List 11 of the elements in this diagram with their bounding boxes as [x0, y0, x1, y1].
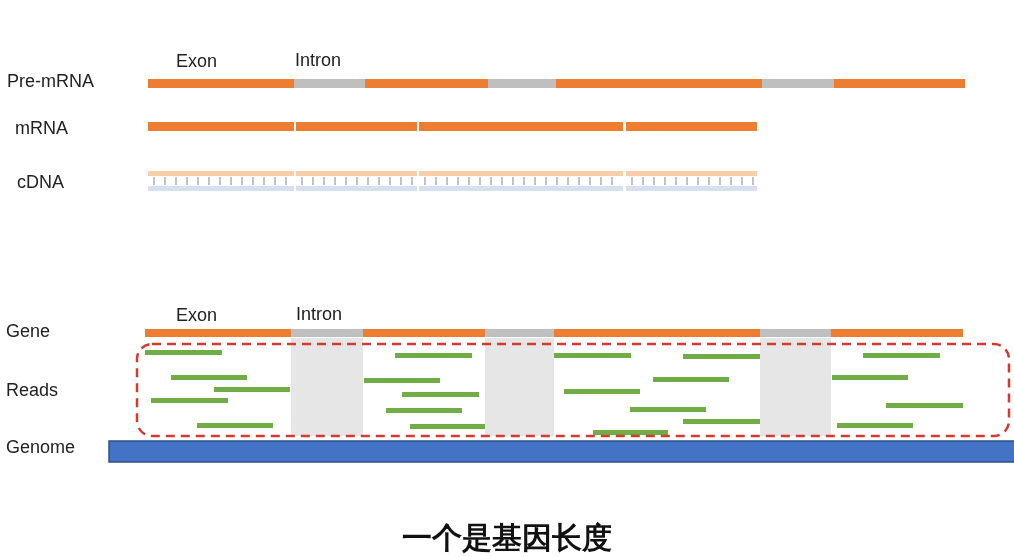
- row-label: mRNA: [15, 119, 68, 137]
- caption: 一个是基因长度: [402, 521, 612, 554]
- intron-label: Intron: [296, 305, 343, 323]
- row-label: Pre-mRNA: [7, 72, 94, 90]
- row-label: cDNA: [17, 173, 64, 191]
- exon-label: Exon: [176, 52, 218, 70]
- row-label: Gene: [6, 322, 51, 340]
- row-label: Genome: [6, 438, 76, 456]
- row-label: Reads: [6, 381, 59, 399]
- intron-label: Intron: [295, 51, 342, 69]
- exon-label: Exon: [176, 306, 218, 324]
